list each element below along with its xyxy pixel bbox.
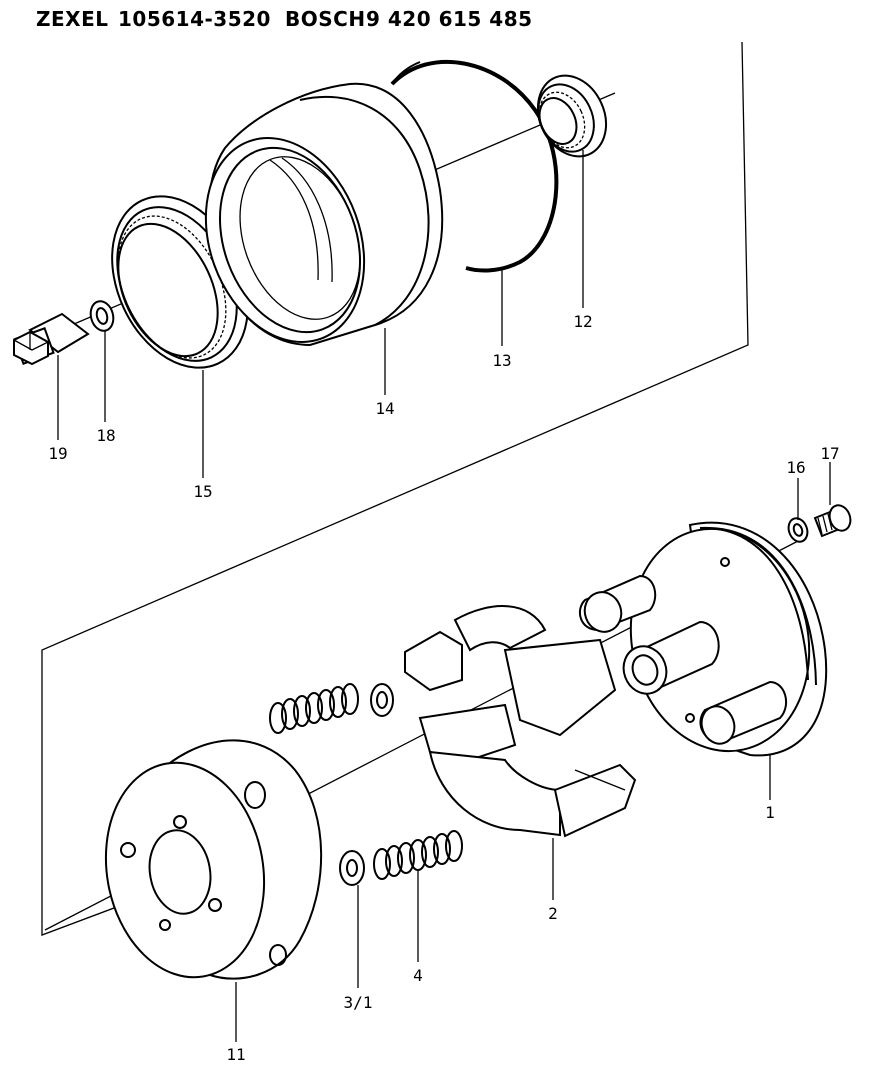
part-4-spring xyxy=(373,830,463,880)
part-19-plug xyxy=(13,312,90,366)
part-16-washer xyxy=(787,517,809,543)
part-18-washer xyxy=(89,300,115,332)
callout-16: 16 xyxy=(786,458,805,477)
callout-19: 19 xyxy=(48,444,67,463)
callout-11: 11 xyxy=(226,1045,245,1064)
callout-4: 4 xyxy=(413,966,423,985)
part-12-oil-seal xyxy=(536,74,608,158)
callout-2: 2 xyxy=(548,904,558,923)
part-11-drive-hub xyxy=(104,739,323,980)
part-1-flange-hub xyxy=(578,521,828,757)
callout-labels: 19 18 15 14 13 12 16 17 1 2 4 3/1 11 xyxy=(48,312,839,1064)
callout-1: 1 xyxy=(765,803,775,822)
leader-lines xyxy=(57,150,831,1042)
callout-17: 17 xyxy=(820,444,839,463)
part-3-1-shim xyxy=(339,850,365,886)
header-part-number-bosch: 9 420 615 485 xyxy=(366,7,533,31)
part-17-screw xyxy=(813,504,852,538)
header: ZEXEL 105614-3520 BOSCH 9 420 615 485 xyxy=(36,7,533,31)
header-part-number-zexel: 105614-3520 xyxy=(118,7,271,31)
part-14-housing-sleeve xyxy=(204,82,444,347)
upper-spring xyxy=(269,683,394,734)
callout-13: 13 xyxy=(492,351,511,370)
callout-15: 15 xyxy=(193,482,212,501)
header-brand-zexel: ZEXEL xyxy=(36,7,109,31)
callout-3-1: 3/1 xyxy=(344,993,373,1012)
assembly-frame xyxy=(41,41,749,936)
callout-18: 18 xyxy=(96,426,115,445)
callout-14: 14 xyxy=(375,399,394,418)
part-2-yoke xyxy=(404,605,637,838)
part-13-snap-ring xyxy=(390,60,559,273)
callout-12: 12 xyxy=(573,312,592,331)
header-brand-bosch: BOSCH xyxy=(285,7,366,31)
